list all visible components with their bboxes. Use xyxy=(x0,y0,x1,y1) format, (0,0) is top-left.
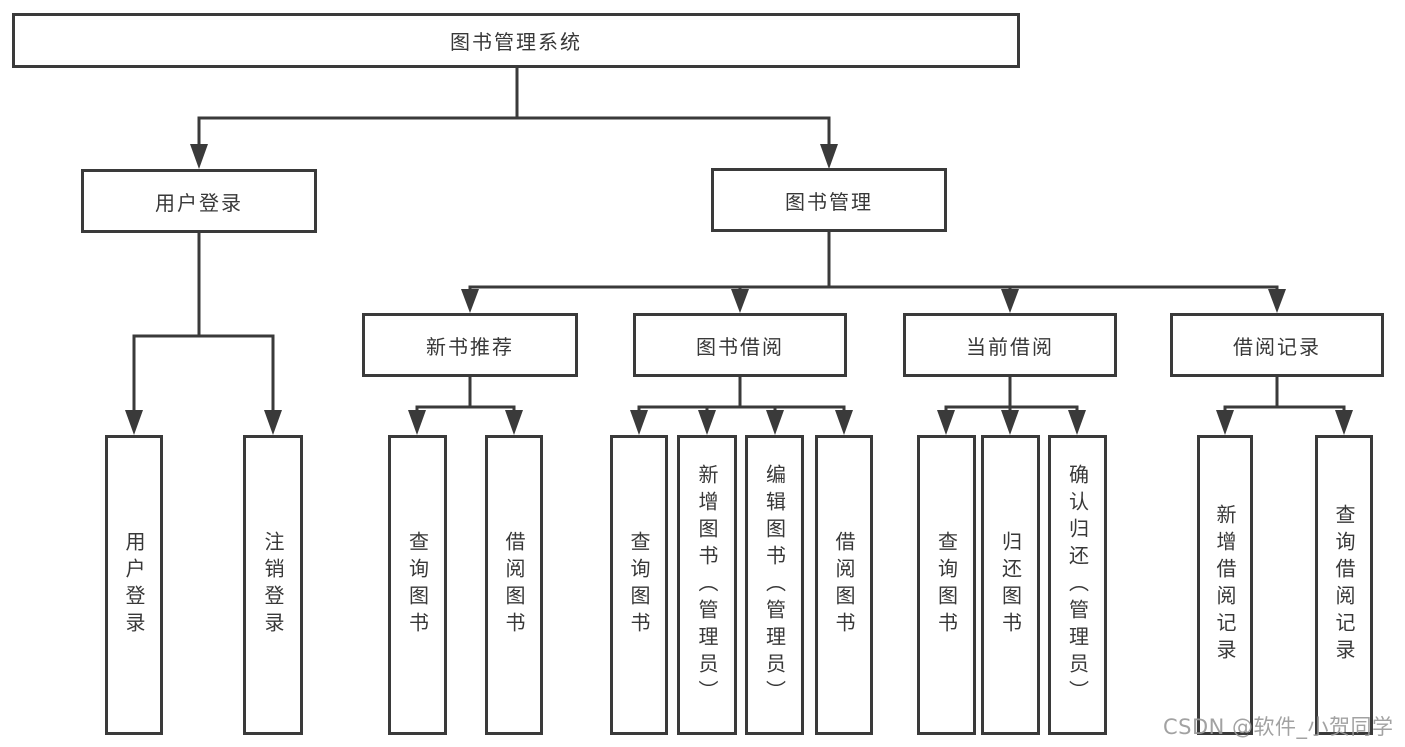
leaf-record-query-borrow-record: 查询借阅记录 xyxy=(1315,435,1373,735)
arrow-down-icon xyxy=(1268,289,1286,313)
arrow-down-icon xyxy=(1216,410,1234,435)
node-label: 编辑图书（管理员） xyxy=(762,463,787,707)
node-label: 图书管理 xyxy=(785,189,873,214)
connector-recommend-children xyxy=(408,375,523,435)
node-new-book-recommendation: 新书推荐 xyxy=(362,313,578,377)
node-label: 查询图书 xyxy=(627,531,651,639)
arrow-down-icon xyxy=(835,410,853,435)
leaf-borrow-edit-book-admin: 编辑图书（管理员） xyxy=(745,435,804,735)
leaf-logout: 注销登录 xyxy=(243,435,303,735)
node-label: 确认归还（管理员） xyxy=(1065,463,1090,707)
node-user-login: 用户登录 xyxy=(81,169,317,233)
node-label: 图书借阅 xyxy=(696,334,784,359)
node-label: 查询图书 xyxy=(934,531,959,639)
node-label: 注销登录 xyxy=(261,531,285,639)
connector-record-children xyxy=(1216,375,1353,435)
connector-root-to-level2 xyxy=(190,66,838,169)
leaf-current-query-book: 查询图书 xyxy=(917,435,976,735)
leaf-current-return-book: 归还图书 xyxy=(981,435,1040,735)
leaf-borrow-add-book-admin: 新增图书（管理员） xyxy=(677,435,737,735)
node-library-system: 图书管理系统 xyxy=(12,13,1020,68)
node-label: 借阅图书 xyxy=(502,531,526,639)
arrow-down-icon xyxy=(1335,410,1353,435)
leaf-recommend-borrow-book: 借阅图书 xyxy=(485,435,543,735)
node-label: 借阅记录 xyxy=(1233,334,1321,359)
arrow-down-icon xyxy=(408,410,426,435)
node-book-management: 图书管理 xyxy=(711,168,947,232)
node-label: 新增图书（管理员） xyxy=(695,463,719,707)
leaf-borrow-query-book: 查询图书 xyxy=(610,435,668,735)
leaf-user-login: 用户登录 xyxy=(105,435,163,735)
node-label: 借阅图书 xyxy=(832,531,856,639)
arrow-down-icon xyxy=(698,410,716,435)
leaf-borrow-borrow-book: 借阅图书 xyxy=(815,435,873,735)
connector-current-children xyxy=(937,375,1086,435)
arrow-down-icon xyxy=(731,289,749,313)
leaf-current-confirm-return-admin: 确认归还（管理员） xyxy=(1048,435,1107,735)
node-label: 新增借阅记录 xyxy=(1213,504,1237,666)
connector-borrow-children xyxy=(630,375,853,435)
arrow-down-icon xyxy=(505,410,523,435)
arrow-down-icon xyxy=(766,410,784,435)
arrow-down-icon xyxy=(630,410,648,435)
arrow-down-icon xyxy=(1001,289,1019,313)
arrow-down-icon xyxy=(190,144,208,169)
arrow-down-icon xyxy=(820,144,838,169)
arrow-down-icon xyxy=(1001,410,1019,435)
node-label: 当前借阅 xyxy=(966,334,1054,359)
node-label: 用户登录 xyxy=(155,190,243,215)
arrow-down-icon xyxy=(264,410,282,435)
node-label: 新书推荐 xyxy=(426,334,514,359)
node-label: 归还图书 xyxy=(998,531,1023,639)
node-label: 图书管理系统 xyxy=(450,30,582,54)
node-label: 查询图书 xyxy=(405,531,430,639)
node-label: 查询借阅记录 xyxy=(1332,504,1356,666)
leaf-recommend-query-book: 查询图书 xyxy=(388,435,447,735)
arrow-down-icon xyxy=(937,410,955,435)
node-label: 用户登录 xyxy=(122,531,146,639)
node-book-borrowing: 图书借阅 xyxy=(633,313,847,377)
arrow-down-icon xyxy=(125,410,143,435)
leaf-record-add-borrow-record: 新增借阅记录 xyxy=(1197,435,1253,735)
node-borrowing-records: 借阅记录 xyxy=(1170,313,1384,377)
connector-user-login-children xyxy=(125,231,282,435)
node-current-borrowing: 当前借阅 xyxy=(903,313,1117,377)
arrow-down-icon xyxy=(461,289,479,313)
connector-book-management-children xyxy=(461,231,1286,313)
arrow-down-icon xyxy=(1068,410,1086,435)
watermark: CSDN @软件_小贺同学 xyxy=(1163,715,1394,739)
